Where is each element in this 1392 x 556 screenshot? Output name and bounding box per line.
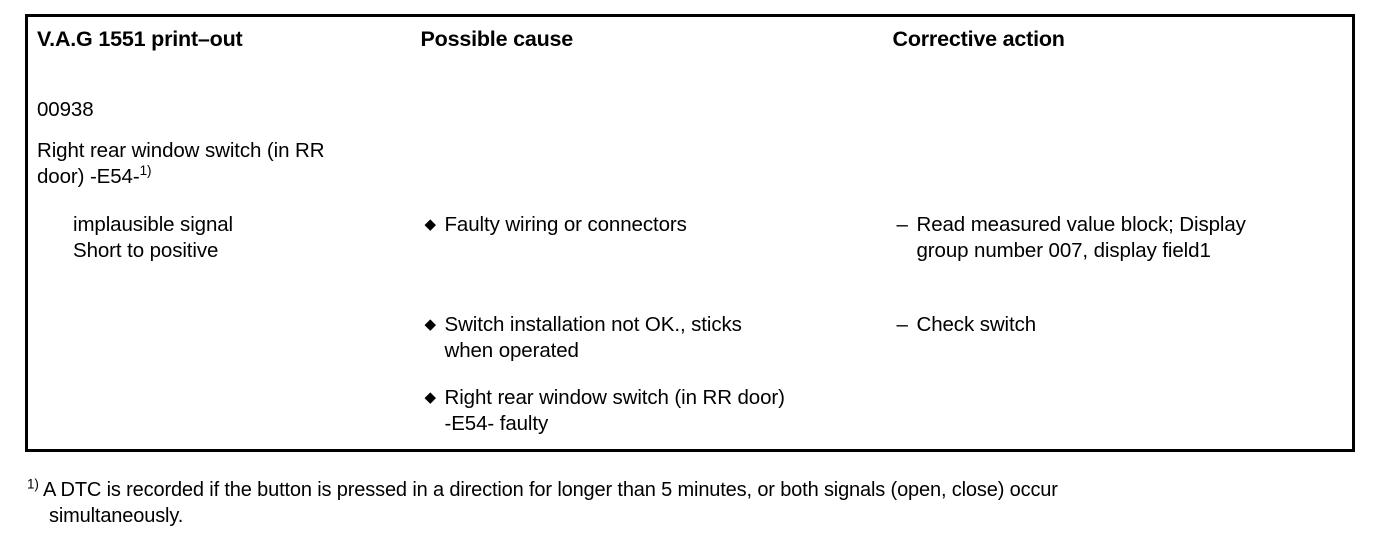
corrective-action-list: – Read measured value block; Display gro… — [884, 90, 1353, 450]
column-header-possible-cause-label: Possible cause — [420, 27, 574, 51]
corrective-action-item: – Check switch — [897, 312, 1347, 338]
corrective-action-item-text: Read measured value block; Display group… — [917, 212, 1347, 264]
possible-cause-list: ◆ Faulty wiring or connectors ◆ Switch i… — [412, 90, 884, 450]
column-header-possible-cause: Possible cause — [412, 16, 884, 90]
cell-possible-cause: ◆ Faulty wiring or connectors ◆ Switch i… — [412, 90, 884, 451]
table-header: V.A.G 1551 print–out Possible cause Corr… — [27, 16, 1354, 90]
cell-printout: 00938 Right rear window switch (in RR do… — [27, 90, 412, 451]
possible-cause-item-text: Right rear window switch (in RR door) -E… — [445, 385, 880, 437]
possible-cause-item: ◆ Right rear window switch (in RR door) … — [425, 385, 880, 437]
column-header-printout: V.A.G 1551 print–out — [27, 16, 412, 90]
diamond-bullet-icon: ◆ — [424, 388, 437, 406]
fault-symptom-list: implausible signal Short to positive — [73, 212, 403, 264]
possible-cause-item: ◆ Faulty wiring or connectors — [425, 212, 875, 238]
possible-cause-item-line1: Right rear window switch (in RR door) — [444, 385, 785, 409]
cell-corrective-action: – Read measured value block; Display gro… — [884, 90, 1354, 451]
corrective-action-item: – Read measured value block; Display gro… — [897, 212, 1347, 264]
fault-description-line2: door) -E54- — [37, 164, 140, 188]
possible-cause-item-line1: Faulty wiring or connectors — [444, 212, 687, 236]
fault-symptom-item: implausible signal — [73, 212, 234, 236]
dtc-fault-table: V.A.G 1551 print–out Possible cause Corr… — [25, 14, 1355, 452]
table-row: 00938 Right rear window switch (in RR do… — [27, 90, 1354, 451]
corrective-action-item-line2: group number 007, display field1 — [916, 238, 1211, 262]
table-body: 00938 Right rear window switch (in RR do… — [27, 90, 1354, 451]
fault-description-line1: Right rear window switch (in RR — [37, 138, 325, 162]
fault-description: Right rear window switch (in RR door) -E… — [37, 138, 407, 190]
footnote-line2: simultaneously. — [49, 505, 184, 527]
column-header-printout-label: V.A.G 1551 print–out — [37, 27, 243, 51]
possible-cause-item-text: Faulty wiring or connectors — [445, 212, 875, 238]
corrective-action-item-text: Check switch — [917, 312, 1347, 338]
footnote-mark: 1) — [27, 476, 39, 492]
possible-cause-item-text: Switch installation not OK., sticks when… — [445, 312, 875, 364]
diamond-bullet-icon: ◆ — [424, 315, 437, 333]
fault-symptom-item: Short to positive — [73, 238, 219, 262]
corrective-action-item-line1: Read measured value block; Display — [916, 212, 1246, 236]
footnote-line1: A DTC is recorded if the button is press… — [43, 479, 1058, 501]
corrective-action-item-line1: Check switch — [916, 312, 1037, 336]
possible-cause-item-line1: Switch installation not OK., sticks — [444, 312, 742, 336]
diamond-bullet-icon: ◆ — [424, 215, 437, 233]
possible-cause-item: ◆ Switch installation not OK., sticks wh… — [425, 312, 875, 364]
dash-bullet-icon: – — [896, 312, 908, 336]
possible-cause-item-line2: -E54- faulty — [444, 411, 549, 435]
column-header-corrective-action: Corrective action — [884, 16, 1354, 90]
fault-code: 00938 — [37, 97, 94, 121]
footnote-reference-mark: 1) — [139, 162, 152, 178]
column-header-corrective-action-label: Corrective action — [892, 27, 1065, 51]
dash-bullet-icon: – — [896, 212, 908, 236]
table-header-row: V.A.G 1551 print–out Possible cause Corr… — [27, 16, 1354, 90]
possible-cause-item-line2: when operated — [444, 338, 579, 362]
footnote: 1) A DTC is recorded if the button is pr… — [27, 477, 1367, 529]
